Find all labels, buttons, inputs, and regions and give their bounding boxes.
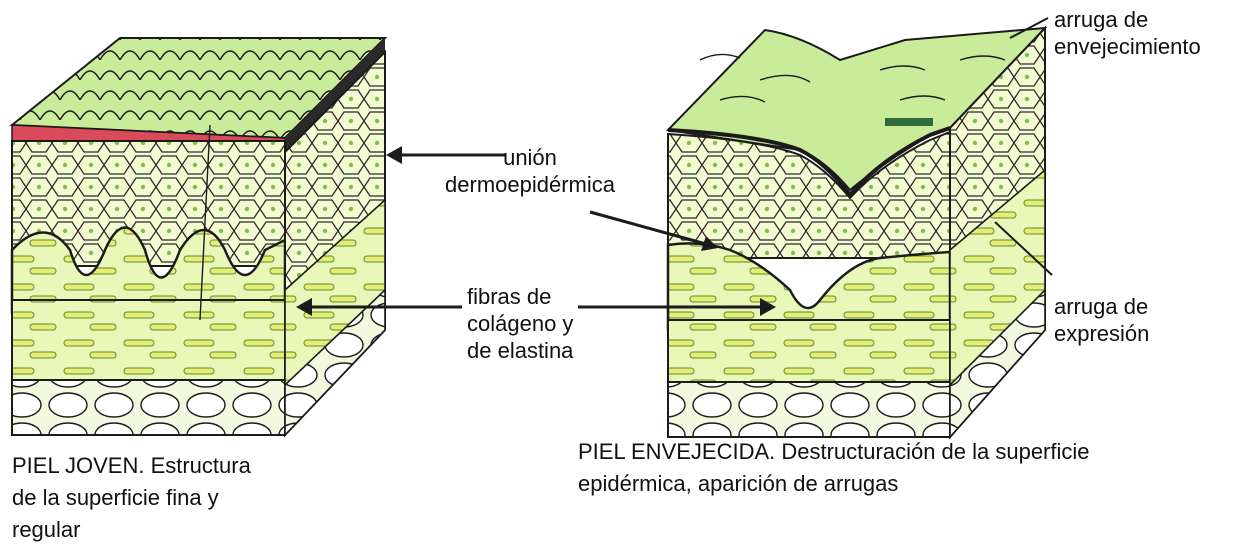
arruga-envejecimiento-label: arruga de envejecimiento [1054, 6, 1201, 60]
young-skin-caption: PIEL JOVEN. Estructura de la superficie … [12, 450, 251, 546]
aged-skin-block [668, 28, 1045, 437]
aged-dermis [668, 320, 950, 382]
union-label: unión dermoepidérmica [425, 144, 635, 198]
young-fat [12, 380, 285, 435]
aged-skin-caption: PIEL ENVEJECIDA. Destructuración de la s… [578, 436, 1090, 500]
aged-fat [668, 382, 950, 437]
fibras-label: fibras de colágeno y de elastina [467, 283, 573, 364]
young-dermis [12, 300, 285, 380]
young-skin-block [12, 38, 385, 435]
arruga-expresion-label: arruga de expresión [1054, 293, 1149, 347]
